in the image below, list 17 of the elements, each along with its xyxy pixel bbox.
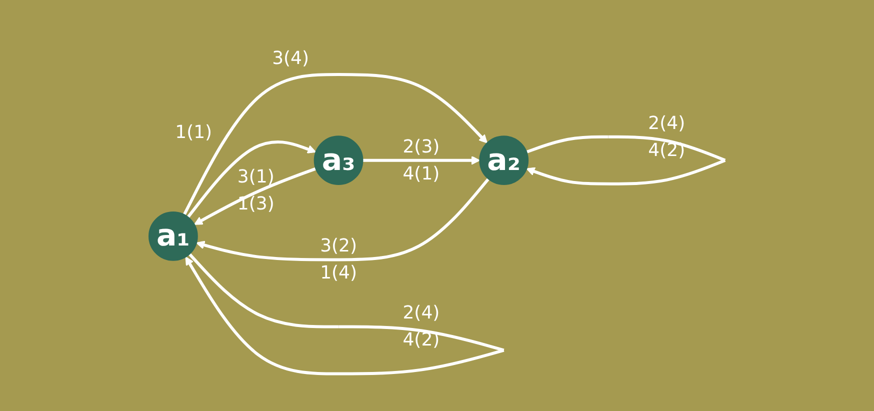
edge-label: 1(1) bbox=[174, 122, 212, 144]
edge-label: 3(1) 1(3) bbox=[237, 166, 274, 215]
edge-label: 2(4) 4(2) bbox=[648, 112, 685, 161]
node-circle: a₃ bbox=[314, 136, 364, 186]
edge-label: 3(2) 1(4) bbox=[320, 236, 357, 284]
edge-label: 2(4) 4(2) bbox=[402, 302, 440, 351]
arrow bbox=[186, 140, 316, 218]
arrow bbox=[526, 135, 726, 186]
arrow bbox=[185, 253, 504, 376]
arrow bbox=[182, 73, 488, 216]
edge-label: 3(4) bbox=[272, 48, 309, 70]
node-circle: a₂ bbox=[479, 136, 528, 186]
node-circle: a₁ bbox=[148, 212, 198, 261]
arrow bbox=[362, 156, 480, 165]
arrow bbox=[194, 167, 316, 226]
edge-label: 2(3) 4(1) bbox=[402, 136, 440, 184]
arrow bbox=[196, 178, 490, 262]
